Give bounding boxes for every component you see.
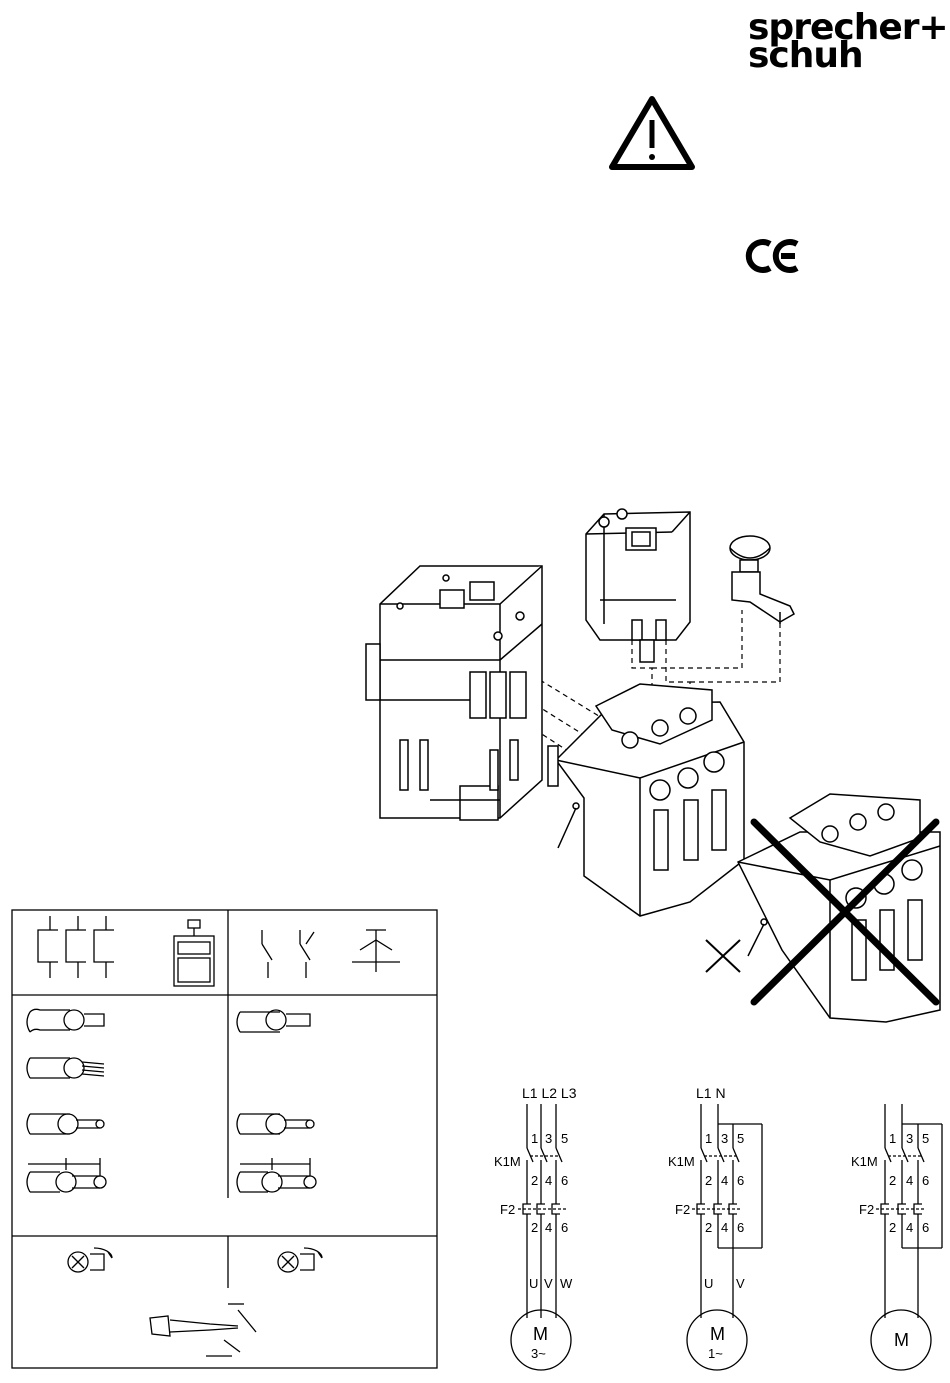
cable-icons	[27, 1009, 316, 1192]
c1-terminal-v: V	[544, 1276, 553, 1291]
wiring-data-panel	[12, 910, 437, 1368]
solid-cable-strip-aux-icon	[237, 1158, 316, 1192]
c2-relay-6: 6	[737, 1220, 744, 1235]
c1-pole-2: 2	[531, 1173, 538, 1188]
c2-pole-3: 3	[721, 1131, 728, 1146]
warning-icon	[612, 99, 692, 167]
c3-f2-label: F2	[859, 1202, 874, 1217]
c3-motor-label: M	[894, 1330, 909, 1350]
c2-f2-label: F2	[675, 1202, 690, 1217]
c3-pole-6: 6	[922, 1173, 929, 1188]
c1-pole-5: 5	[561, 1131, 568, 1146]
c2-supply-label: L1 N	[696, 1085, 726, 1101]
c2-pole-2: 2	[705, 1173, 712, 1188]
c1-relay-4: 4	[545, 1220, 552, 1235]
c3-k1m-label: K1M	[851, 1154, 878, 1169]
screwdriver-icon	[150, 1304, 256, 1356]
small-cross-icon	[706, 940, 740, 972]
c1-terminal-u: U	[529, 1276, 538, 1291]
torque-screw-aux-icon	[278, 1248, 322, 1272]
c2-pole-4: 4	[721, 1173, 728, 1188]
c1-pole-1: 1	[531, 1131, 538, 1146]
c2-relay-2: 2	[705, 1220, 712, 1235]
c3-pole-2: 2	[889, 1173, 896, 1188]
ferrule-cable-aux-icon	[237, 1010, 310, 1032]
single-phase-circuit-diagram: L1 N 1 3 5 K1M 2 4 6 F2 2 4 6 U V M 1~	[668, 1085, 762, 1370]
c3-relay-6: 6	[922, 1220, 929, 1235]
contactor-illustration	[366, 566, 542, 820]
c2-motor-label: M	[710, 1324, 725, 1344]
c1-motor-sub: 3~	[531, 1346, 546, 1361]
two-wire-cable-aux-icon	[237, 1114, 314, 1134]
c2-terminal-u: U	[704, 1276, 713, 1291]
c3-pole-5: 5	[922, 1131, 929, 1146]
c2-pole-5: 5	[737, 1131, 744, 1146]
main-terminals-icon	[38, 916, 114, 978]
c1-k1m-label: K1M	[494, 1154, 521, 1169]
c1-pole-6: 6	[561, 1173, 568, 1188]
c1-relay-6: 6	[561, 1220, 568, 1235]
mushroom-button-illustration	[730, 536, 794, 624]
c3-relay-2: 2	[889, 1220, 896, 1235]
c1-f2-label: F2	[500, 1202, 515, 1217]
c1-terminal-w: W	[560, 1276, 573, 1291]
three-phase-circuit-diagram: L1 L2 L3 1 3 5 K1M 2 4 6 F2 2 4 6 U V W …	[494, 1085, 577, 1370]
c2-motor-sub: 1~	[708, 1346, 723, 1361]
c3-pole-1: 1	[889, 1131, 896, 1146]
ce-mark-icon	[749, 242, 797, 270]
dc-circuit-diagram: 1 3 5 K1M 2 4 6 F2 2 4 6 M	[851, 1104, 942, 1370]
two-wire-cable-icon	[27, 1114, 104, 1134]
c1-motor-label: M	[533, 1324, 548, 1344]
c2-pole-1: 1	[705, 1131, 712, 1146]
c3-pole-4: 4	[906, 1173, 913, 1188]
overload-relay-illustration	[548, 684, 744, 916]
torque-screw-main-icon	[68, 1248, 112, 1272]
reset-button-icon	[352, 930, 400, 972]
c2-terminal-v: V	[736, 1276, 745, 1291]
c1-pole-4: 4	[545, 1173, 552, 1188]
aux-block-icon	[174, 920, 214, 986]
stranded-cable-icon	[27, 1058, 104, 1078]
c2-relay-4: 4	[721, 1220, 728, 1235]
c3-pole-3: 3	[906, 1131, 913, 1146]
c3-relay-4: 4	[906, 1220, 913, 1235]
c1-pole-3: 3	[545, 1131, 552, 1146]
c1-relay-2: 2	[531, 1220, 538, 1235]
reset-module-illustration	[586, 509, 690, 662]
c2-pole-6: 6	[737, 1173, 744, 1188]
stranded-ferrule-cable-icon	[27, 1009, 104, 1032]
aux-contacts-icon	[262, 930, 314, 978]
solid-cable-strip-icon	[27, 1158, 106, 1192]
c2-k1m-label: K1M	[668, 1154, 695, 1169]
c1-supply-label: L1 L2 L3	[522, 1085, 577, 1101]
